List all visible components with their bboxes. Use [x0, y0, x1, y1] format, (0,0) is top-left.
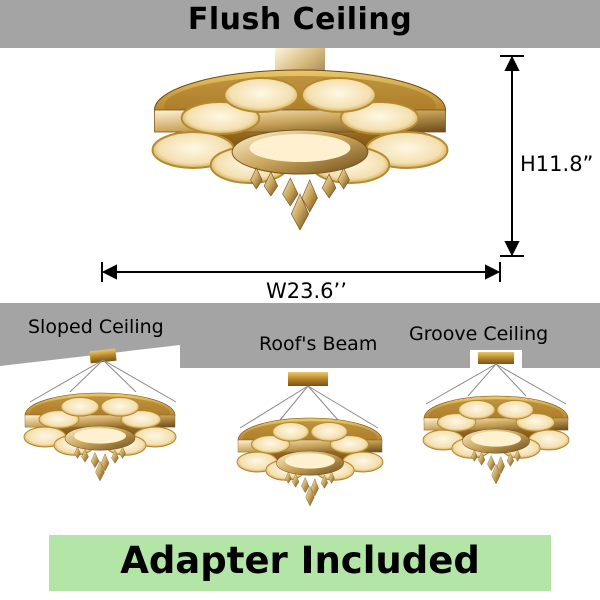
- groove-ceiling-chandelier: [422, 352, 570, 485]
- roof-beam-label: Roof's Beam: [259, 333, 378, 355]
- groove-ceiling-label: Groove Ceiling: [409, 323, 549, 345]
- roof-beam: [232, 360, 368, 368]
- width-label: W23.6’’: [266, 279, 347, 303]
- sloped-ceiling-label: Sloped Ceiling: [28, 316, 164, 338]
- flush-chandelier-image: [151, 48, 449, 231]
- flush-ceiling-band: [0, 0, 600, 48]
- adapter-banner-text: Adapter Included: [120, 539, 480, 582]
- width-dimension-line: [101, 262, 501, 282]
- height-label: H11.8”: [520, 152, 594, 176]
- sloped-ceiling-chandelier: [23, 348, 177, 482]
- height-dimension-line: [500, 55, 524, 257]
- roof-beam-chandelier: [236, 372, 384, 507]
- page-title: Flush Ceiling: [187, 2, 413, 37]
- adapter-banner: Adapter Included: [49, 535, 551, 591]
